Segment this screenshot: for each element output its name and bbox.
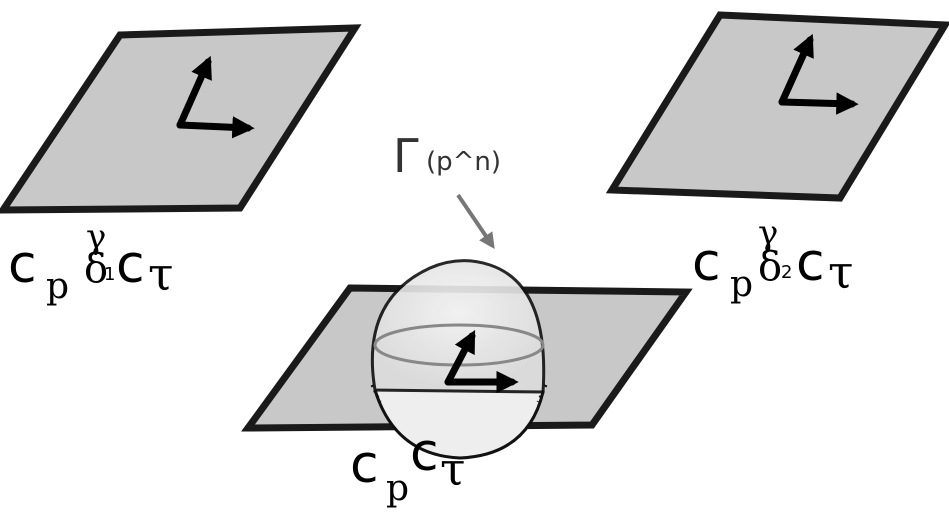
- left-label-sub: 1: [104, 264, 115, 285]
- center-frame-arrows: [444, 330, 519, 394]
- left-frame-arrow-up: [176, 55, 212, 129]
- right-label-delta: δ: [758, 244, 782, 290]
- center-label-c2: c: [410, 423, 439, 483]
- gamma-symbol: Γ: [393, 129, 419, 183]
- left-label-delta: δ: [84, 246, 108, 292]
- center-plane-group: [241, 259, 693, 460]
- center-label-tau: τ: [440, 442, 465, 496]
- pointer-arrow: [456, 193, 495, 249]
- right-label-p: p: [730, 264, 753, 305]
- left-plane-group: [0, 24, 362, 214]
- left-label-c1: c: [8, 235, 37, 295]
- right-frame-arrow-right: [778, 92, 859, 115]
- center-frame-arrow-up: [444, 330, 476, 386]
- right-frame-arrow-up: [778, 33, 814, 106]
- left-label-gamma: γ: [86, 217, 106, 257]
- right-label-gamma: γ: [758, 213, 778, 253]
- left-label: c p γ δ 1 c τ: [8, 217, 173, 307]
- gamma-subscript: (p^n): [426, 147, 501, 177]
- center-label-c1: c: [350, 435, 379, 495]
- right-plane: [605, 11, 949, 202]
- left-label-tau: τ: [148, 247, 173, 301]
- left-frame-arrow-right: [176, 116, 255, 139]
- left-frame-arrows: [176, 55, 255, 139]
- right-label-sub: 2: [781, 262, 792, 283]
- center-label: c p c τ: [350, 423, 465, 509]
- right-label-c2: c: [796, 233, 825, 293]
- right-label-tau: τ: [828, 245, 853, 299]
- right-frame-arrows: [778, 33, 859, 115]
- right-label-c1: c: [692, 233, 721, 293]
- center-label-p: p: [386, 468, 409, 509]
- left-label-c2: c: [116, 235, 145, 295]
- right-plane-group: [605, 11, 949, 202]
- sphere-lower-arc: [373, 389, 545, 460]
- left-label-p: p: [46, 266, 69, 307]
- right-label: c p γ δ 2 c τ: [692, 213, 853, 305]
- gamma-pointer: Γ (p^n): [393, 129, 501, 249]
